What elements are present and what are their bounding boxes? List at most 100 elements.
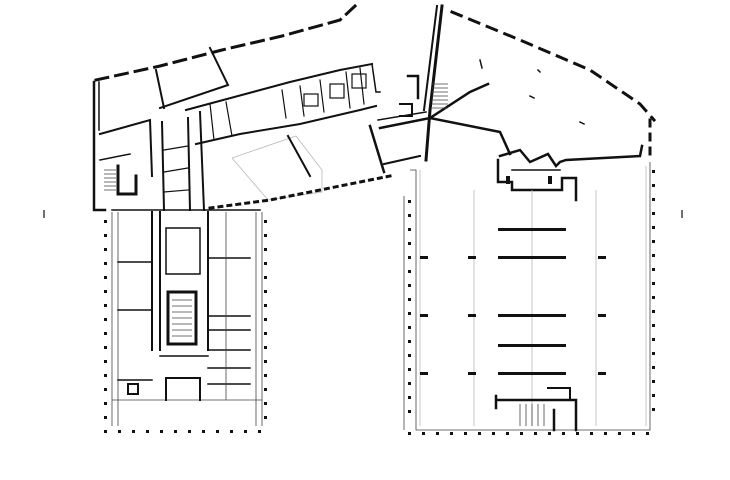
west-stair <box>104 164 138 196</box>
structural-column <box>104 388 107 391</box>
structural-column <box>264 262 267 265</box>
left-wing <box>92 3 392 212</box>
structural-column <box>104 304 107 307</box>
structural-column <box>104 220 107 223</box>
structural-column <box>160 430 163 433</box>
south-stair-core <box>494 387 578 432</box>
structural-column <box>408 354 411 357</box>
structural-column <box>264 290 267 293</box>
structural-column <box>450 432 453 435</box>
structural-column <box>104 374 107 377</box>
corridor-wall-north <box>184 62 374 112</box>
structural-column <box>104 416 107 419</box>
structural-column <box>408 396 411 399</box>
structural-column <box>652 240 655 243</box>
structural-column <box>408 242 411 245</box>
diagonal-spine <box>424 4 444 162</box>
structural-column <box>632 432 635 435</box>
structural-column <box>534 432 537 435</box>
structural-column <box>652 366 655 369</box>
structural-column <box>104 290 107 293</box>
structural-column <box>408 382 411 385</box>
structural-column <box>104 430 107 433</box>
structural-column <box>652 352 655 355</box>
structural-column <box>604 432 607 435</box>
structural-column <box>520 432 523 435</box>
structural-column <box>408 432 411 435</box>
west-wall <box>92 80 107 212</box>
north-stair <box>399 74 448 117</box>
structural-column <box>264 234 267 237</box>
structural-column <box>652 212 655 215</box>
structural-column <box>408 368 411 371</box>
structural-column <box>652 394 655 397</box>
structural-column <box>408 284 411 287</box>
structural-column <box>562 432 565 435</box>
structural-column <box>652 170 655 173</box>
structural-column <box>408 200 411 203</box>
structural-column <box>590 432 593 435</box>
structural-column <box>652 324 655 327</box>
structural-column <box>548 432 551 435</box>
structural-column <box>652 198 655 201</box>
structural-column <box>264 402 267 405</box>
structural-column <box>264 388 267 391</box>
structural-column <box>464 432 467 435</box>
structural-column <box>652 254 655 257</box>
structural-column <box>264 220 267 223</box>
structural-column <box>146 430 149 433</box>
structural-column <box>264 360 267 363</box>
structural-column <box>104 332 107 335</box>
structural-column <box>652 338 655 341</box>
structural-column <box>408 228 411 231</box>
structural-column <box>264 318 267 321</box>
structural-column <box>652 408 655 411</box>
structural-column <box>652 184 655 187</box>
central-stair-core <box>166 290 198 346</box>
section-markers <box>43 210 683 218</box>
column-grid <box>104 170 655 435</box>
structural-column <box>408 298 411 301</box>
structural-column <box>652 268 655 271</box>
hall-outline <box>410 162 651 431</box>
structural-column <box>652 296 655 299</box>
structural-column <box>188 430 191 433</box>
structural-column <box>422 432 425 435</box>
structural-column <box>576 432 579 435</box>
structural-column <box>104 402 107 405</box>
structural-column <box>264 332 267 335</box>
structural-column <box>104 276 107 279</box>
structural-column <box>258 430 261 433</box>
structural-column <box>104 234 107 237</box>
structural-column <box>174 430 177 433</box>
north-facade-left <box>94 3 358 82</box>
right-wing <box>377 4 657 432</box>
structural-column <box>264 276 267 279</box>
structural-column <box>118 430 121 433</box>
service-core-north <box>498 144 644 168</box>
structural-column <box>216 430 219 433</box>
structural-column <box>652 380 655 383</box>
structural-column <box>646 432 649 435</box>
structural-column <box>104 248 107 251</box>
structural-column <box>506 432 509 435</box>
structural-column <box>264 346 267 349</box>
structural-column <box>230 430 233 433</box>
structural-column <box>408 270 411 273</box>
structural-column <box>652 226 655 229</box>
north-facade-right <box>450 10 657 123</box>
structural-column <box>652 282 655 285</box>
structural-column <box>104 346 107 349</box>
structural-column <box>652 310 655 313</box>
structural-column <box>104 262 107 265</box>
structural-column <box>408 410 411 413</box>
structural-column <box>408 312 411 315</box>
structural-column <box>478 432 481 435</box>
structural-column <box>264 304 267 307</box>
structural-column <box>244 430 247 433</box>
structural-column <box>264 248 267 251</box>
corridor-wall-south <box>194 104 378 146</box>
structural-column <box>408 256 411 259</box>
